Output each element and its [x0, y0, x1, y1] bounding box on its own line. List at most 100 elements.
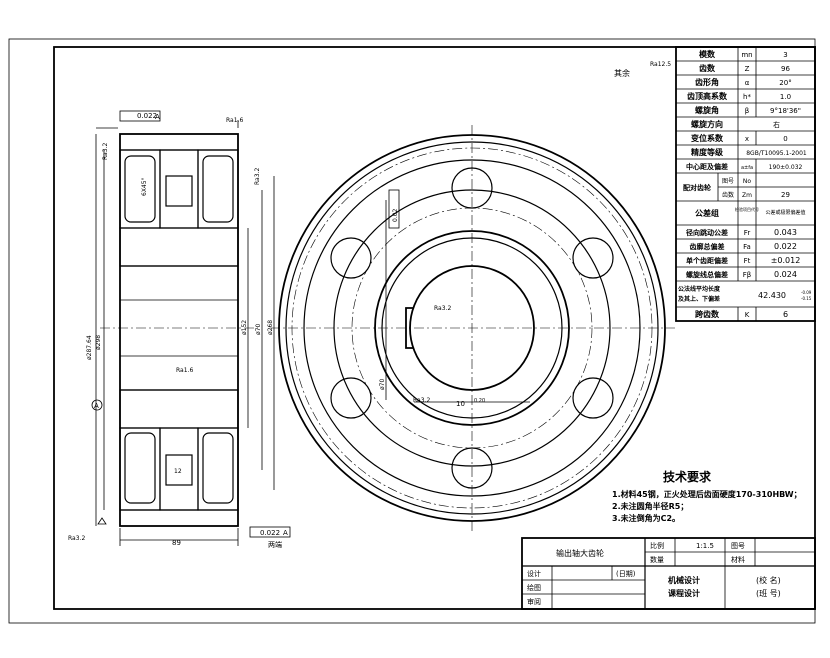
part-name: 输出轴大齿轮 [556, 548, 604, 558]
span-name-2: 及其上、下偏差 [678, 295, 720, 303]
param-sym-6: x [745, 135, 749, 143]
param-name-4: 螺旋角 [695, 105, 719, 115]
table-frame [675, 46, 816, 322]
tol-header-col2: 检验项目代号 [735, 206, 759, 212]
tol-header-name: 公差组 [695, 208, 719, 218]
tol-sym-3: Fβ [743, 271, 752, 279]
qty-label: 数量 [650, 555, 664, 564]
draw-label: 绘图 [527, 583, 541, 592]
span-dev-top: -0.09 [801, 290, 812, 295]
dim-df: ø287.64 [86, 335, 93, 360]
tol-name-3: 螺旋线总偏差 [686, 270, 728, 279]
param-val-3: 1.0 [780, 93, 791, 101]
center-dist-sym: a±fa [741, 165, 753, 171]
span-teeth-name: 跨齿数 [695, 309, 720, 319]
param-name-6: 变位系数 [691, 133, 724, 143]
rough-ra16-top: Ra1.6 [226, 117, 243, 124]
tol-header-col3: 公差或极限偏差值 [765, 209, 805, 216]
datum-a-top: A [155, 113, 160, 121]
center-dist-name: 中心距及偏差 [686, 162, 728, 171]
design-label: 设计 [527, 569, 541, 578]
scale-label: 比例 [650, 541, 664, 550]
material-label: 材料 [731, 555, 745, 564]
span-dev-bot: -0.15 [801, 296, 812, 301]
tol-sym-2: Ft [744, 257, 751, 265]
runout-top-label: 0.022 [137, 112, 157, 120]
tol-name-0: 径向跳动公差 [686, 228, 728, 237]
title-block [521, 537, 816, 610]
param-name-0: 模数 [699, 49, 716, 59]
hole-dim: ø70 [379, 379, 386, 390]
review-label: 审阅 [527, 597, 541, 606]
mating-r1-sym: No [743, 178, 751, 185]
param-val-6: 0 [783, 135, 787, 143]
tol-sym-0: Fr [744, 229, 751, 237]
mating-r1-label: 图号 [722, 178, 734, 185]
dim-r: ø268 [267, 320, 274, 335]
param-val-1: 96 [781, 65, 790, 73]
dim-bolt: ø152 [241, 320, 248, 335]
rough-ra32-key: Ra3.2 [413, 397, 430, 404]
rest-rough-val: Ra12.5 [650, 61, 671, 68]
rough-ra32-bot: Ra3.2 [68, 535, 85, 542]
date-label: (日期) [616, 570, 636, 578]
precision-val: 8GB/T10095.1-2001 [746, 150, 807, 157]
param-name-1: 齿数 [699, 63, 716, 73]
circle-mark: A [94, 402, 99, 410]
param-val-0: 3 [783, 51, 787, 59]
class-label: (班 号) [756, 588, 781, 598]
keyway-depth: 10 [456, 400, 465, 408]
tol-val-3: 0.024 [774, 270, 797, 279]
sym-frame [388, 189, 400, 229]
param-sym-0: mn [741, 51, 752, 59]
web-dim: 12 [174, 468, 182, 475]
tol-name-1: 齿廓总偏差 [690, 242, 725, 251]
param-val-5: 右 [773, 120, 780, 129]
span-name-1: 公法线平均长度 [678, 285, 721, 293]
dim-da: ø298 [95, 335, 102, 350]
tol-val-2: ±0.012 [771, 256, 801, 265]
sym-tol: 0.02 [392, 208, 399, 222]
param-val-2: 20° [779, 79, 791, 87]
span-val: 42.430 [758, 291, 786, 300]
bottom-note: 两端 [268, 540, 282, 549]
rest-rough-label: 其余 [614, 68, 630, 78]
course-line-2: 课程设计 [668, 588, 700, 598]
front-view [270, 125, 675, 531]
mating-r2-val: 29 [781, 191, 790, 199]
runout-bot-frame [249, 526, 291, 538]
width-dim: 89 [172, 539, 181, 547]
span-teeth-val: 6 [783, 310, 788, 319]
param-val-4: 9°18'36" [770, 107, 801, 115]
section-view [95, 120, 275, 546]
school-label: (校 名) [756, 575, 781, 585]
tech-item-3: 3.未注倒角为C2。 [612, 513, 680, 523]
tol-val-1: 0.022 [774, 242, 797, 251]
circle-mark-ring [91, 399, 103, 411]
tech-item-2: 2.未注圆角半径R5； [612, 501, 688, 512]
chamfer-label: 6X45° [141, 177, 148, 196]
param-sym-2: α [745, 79, 750, 87]
param-sym-1: Z [745, 65, 750, 73]
param-sym-3: h* [743, 93, 751, 101]
datum-a-bot: A [283, 529, 288, 537]
mating-r2-label: 齿数 [722, 191, 734, 199]
tol-val-0: 0.043 [774, 228, 797, 237]
span-teeth-sym: K [745, 311, 750, 319]
param-name-3: 齿顶高系数 [687, 91, 728, 101]
parameter-table: 模数 mn 3 齿数 Z 96 齿形角 α 20° 齿顶高系数 h* 1.0 螺旋角 β 9°18'36" 螺… [675, 46, 816, 322]
param-name-2: 齿形角 [695, 77, 719, 87]
mating-r2-sym: Zm [742, 192, 752, 199]
tol-name-2: 单个齿距偏差 [686, 256, 728, 265]
mating-name: 配对齿轮 [683, 183, 711, 192]
center-dist-val: 190±0.032 [769, 164, 803, 171]
runout-top-frame [119, 110, 161, 122]
param-sym-4: β [745, 107, 749, 115]
tech-title: 技术要求 [663, 469, 712, 484]
tol-sym-1: Fa [743, 243, 751, 251]
dim-hub: ø70 [255, 324, 262, 335]
course-line-1: 机械设计 [668, 575, 700, 585]
drawing-no-label: 图号 [731, 542, 745, 550]
inner-border [53, 46, 816, 610]
